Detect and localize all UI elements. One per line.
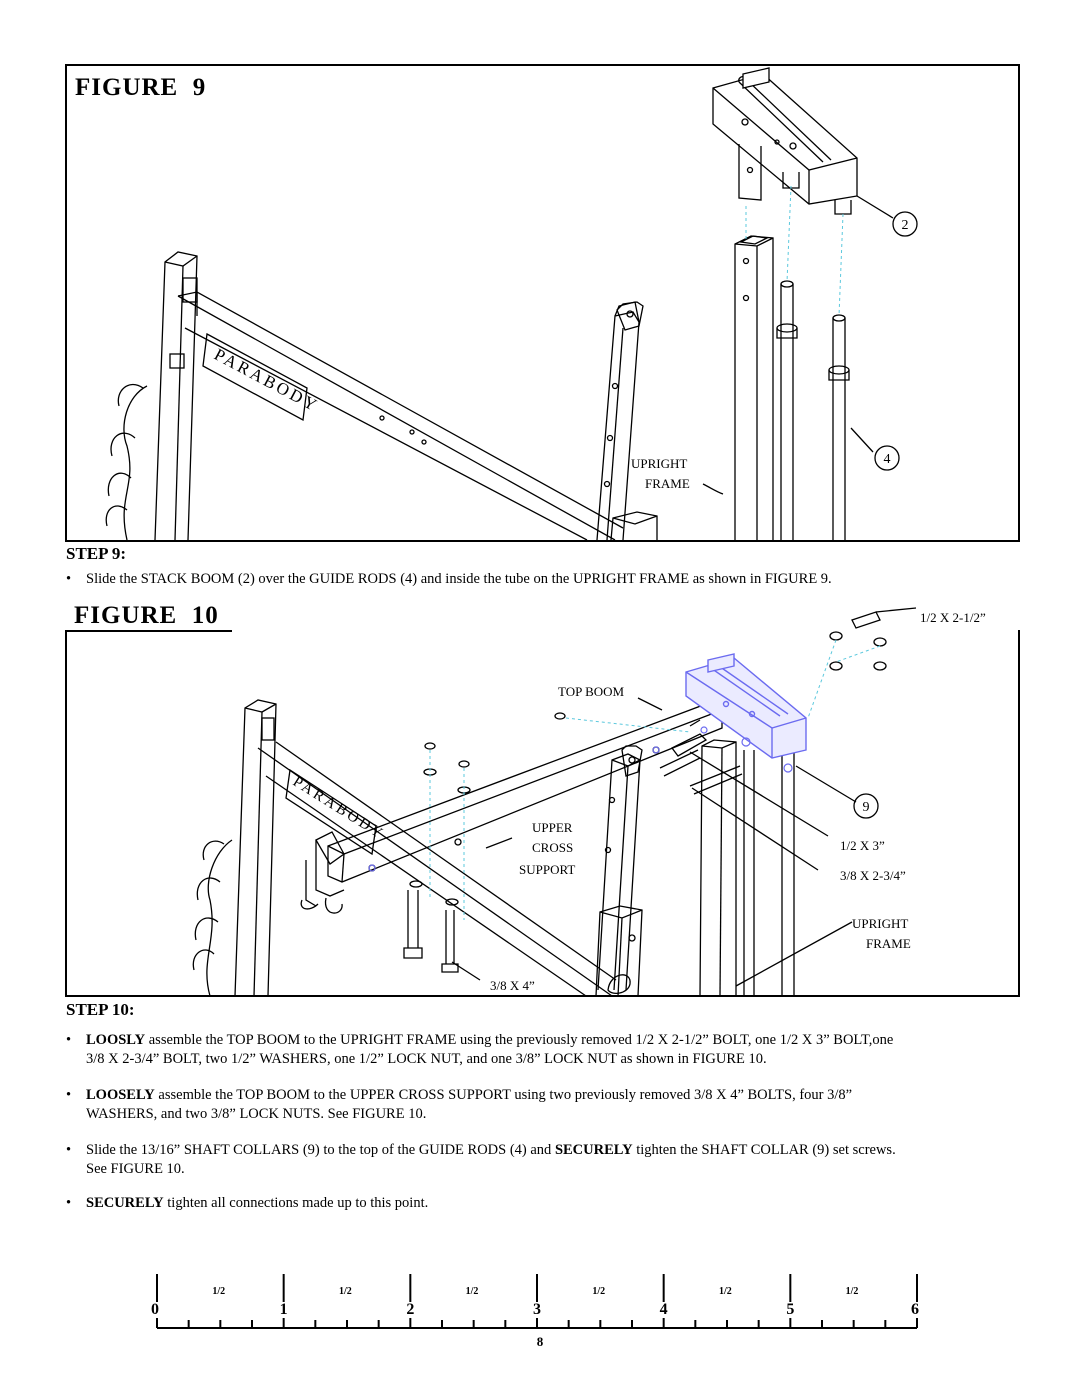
ruler-number: 3 <box>533 1301 541 1318</box>
step-10-bullet-4-bold: SECURELY <box>86 1195 164 1211</box>
step-10-bullet-1-text: assemble the TOP BOOM to the UPRIGHT FRA… <box>145 1032 894 1048</box>
ruler-number: 0 <box>151 1301 159 1318</box>
page-number: 8 <box>536 1334 544 1349</box>
figure-10-illustration: PARABODY 1/2 X 2-1/2” TOP BOOM UPPER CRO… <box>66 607 986 997</box>
ruler-number: 6 <box>911 1301 919 1318</box>
ruler-half-label: 1/2 <box>719 1286 732 1297</box>
inch-ruler: 0 1/2 1 1/2 2 1/2 3 1/2 4 1/2 5 1/2 6 <box>151 1274 919 1329</box>
callout-2-label: 2 <box>902 218 909 233</box>
bullet-dot: • <box>66 1142 72 1158</box>
figure-10-box <box>65 630 1020 997</box>
figure-10-title: FIGURE 10 <box>74 602 219 629</box>
figure-9-title: FIGURE 9 <box>75 74 207 101</box>
step-10-bullet-3-text: tighten the SHAFT COLLAR (9) set screws. <box>632 1142 896 1158</box>
upper-label: UPPER <box>532 820 573 835</box>
frame-label: FRAME <box>645 476 690 491</box>
support-label: SUPPORT <box>519 862 575 877</box>
step-10-bullet-1-line2: 3/8 X 2-3/4” BOLT, two 1/2” WASHERS, one… <box>86 1051 767 1067</box>
step-10-bullet-4-text: tighten all connections made up to this … <box>163 1195 429 1211</box>
bullet-dot: • <box>66 1087 72 1103</box>
bullet-dot: • <box>66 1195 72 1211</box>
bullet-dot: • <box>66 571 72 587</box>
step-10-bullet-2-text: assemble the TOP BOOM to the UPPER CROSS… <box>154 1087 853 1103</box>
step-10-bullet-3-bold: SECURELY <box>554 1142 633 1158</box>
step-9-heading: STEP 9: <box>66 544 126 563</box>
ruler-number: 4 <box>660 1301 668 1318</box>
callout-9-label: 9 <box>863 800 870 815</box>
cross-label: CROSS <box>532 840 573 855</box>
figure-9-illustration: PARABODY 2 4 UPRIGHT FRAME <box>105 67 918 540</box>
step-10-bullet-4: • SECURELY tighten all connections made … <box>66 1194 1026 1213</box>
bolt-half-3-label: 1/2 X 3” <box>840 838 885 853</box>
callout-4-label: 4 <box>884 452 891 467</box>
bullet-dot: • <box>66 1032 72 1048</box>
step-10-bullet-2: • LOOSELY assemble the TOP BOOM to the U… <box>66 1086 1026 1124</box>
figure-9-box: FIGURE 9 <box>65 64 1020 542</box>
step-10-bullet-3: • Slide the 13/16” SHAFT COLLARS (9) to … <box>66 1141 1026 1179</box>
ruler-number: 2 <box>406 1301 414 1318</box>
ruler-half-label: 1/2 <box>339 1286 352 1297</box>
step-10-heading: STEP 10: <box>66 1000 135 1019</box>
bolt-38-4-label: 3/8 X 4” <box>490 978 535 993</box>
step-10-bullet-3-line2: See FIGURE 10. <box>86 1161 185 1177</box>
step-10-bullet-3-pre: Slide the 13/16” SHAFT COLLARS (9) to th… <box>86 1142 555 1158</box>
ruler-half-label: 1/2 <box>466 1286 479 1297</box>
figure-9-brand: PARABODY <box>211 345 322 416</box>
step-10-bullet-1-bold: LOOSLY <box>86 1032 146 1048</box>
step-10-bullet-2-bold: LOOSELY <box>86 1087 155 1103</box>
ruler-half-label: 1/2 <box>592 1286 605 1297</box>
ruler-half-label: 1/2 <box>846 1286 859 1297</box>
step-9-bullet-text: Slide the STACK BOOM (2) over the GUIDE … <box>86 571 832 587</box>
step-10-bullet-1: • LOOSLY assemble the TOP BOOM to the UP… <box>66 1031 1026 1069</box>
ruler-number: 5 <box>786 1301 794 1318</box>
ruler-half-label: 1/2 <box>212 1286 225 1297</box>
step-10-bullet-2-line2: WASHERS, and two 3/8” LOCK NUTS. See FIG… <box>86 1106 427 1122</box>
upright-label: UPRIGHT <box>631 456 687 471</box>
upright-label-10: UPRIGHT <box>852 916 908 931</box>
ruler-number: 1 <box>280 1301 288 1318</box>
bolt-half-2-5-label: 1/2 X 2-1/2” <box>920 610 986 625</box>
step-9-bullet: • Slide the STACK BOOM (2) over the GUID… <box>66 570 1026 589</box>
bolt-38-234-label: 3/8 X 2-3/4” <box>840 868 906 883</box>
top-boom-label: TOP BOOM <box>558 684 625 699</box>
frame-label-10: FRAME <box>866 936 911 951</box>
